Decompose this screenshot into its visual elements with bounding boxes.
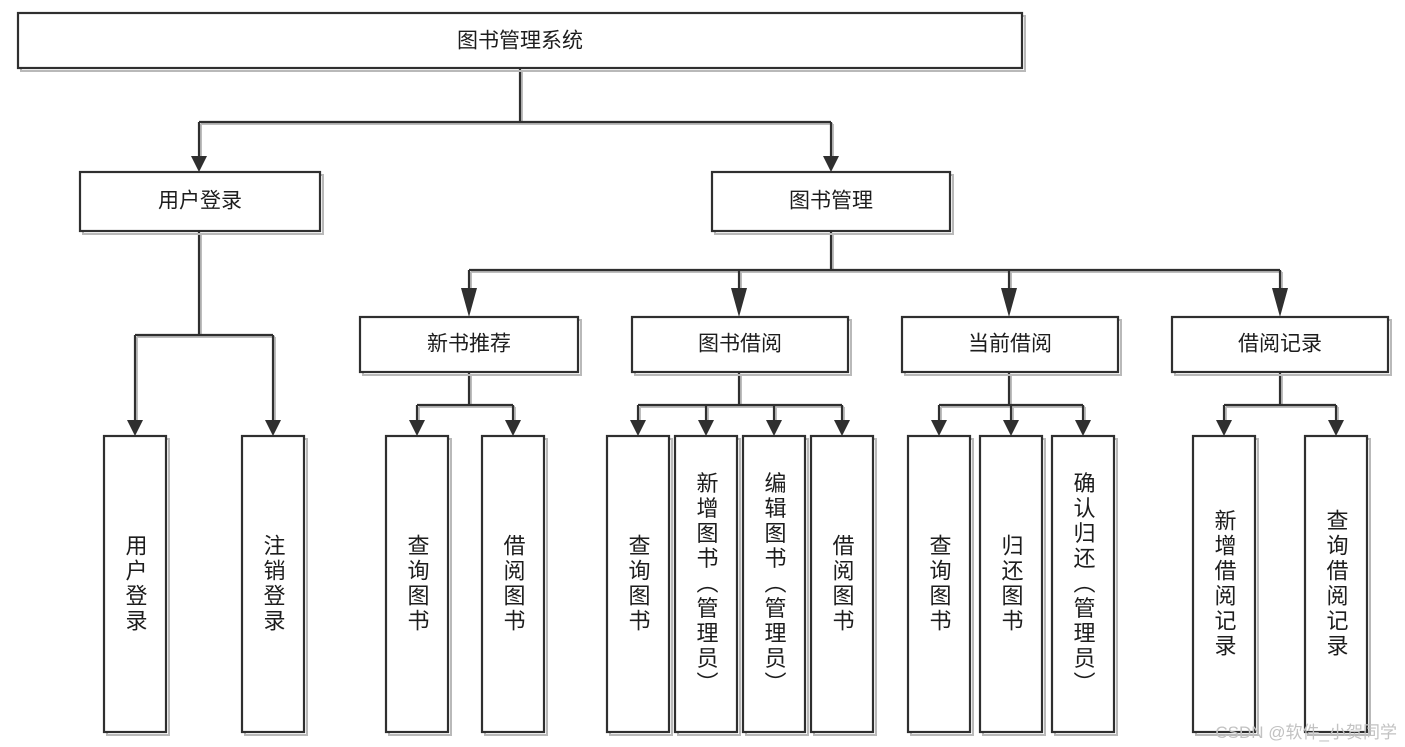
leaf-query-book-1-box: [384, 434, 450, 734]
arrow-to-leaf-query-book-1: [409, 420, 425, 436]
node-new-book-recommend[interactable]: 新书推荐: [358, 315, 582, 376]
leaf-return-book[interactable]: 归还图书: [978, 434, 1046, 736]
node-book-manage[interactable]: 图书管理: [710, 170, 954, 235]
arrow-to-current-borrow: [1001, 288, 1017, 317]
leaf-borrow-book-1-label: 借阅图书: [501, 534, 526, 634]
leaf-user-login-box: [102, 434, 168, 734]
node-book-borrow[interactable]: 图书借阅: [630, 315, 852, 376]
root-box: [16, 11, 1024, 70]
leaf-confirm-return[interactable]: 确认归还（管理员）: [1050, 434, 1118, 736]
arrow-to-leaf-query-record: [1328, 420, 1344, 436]
book-borrow-box: [630, 315, 850, 374]
leaf-logout[interactable]: 注销登录: [240, 434, 308, 736]
borrow-record-label: 借阅记录: [1238, 333, 1322, 356]
current-borrow-label: 当前借阅: [968, 333, 1052, 356]
arrow-to-book-borrow: [731, 288, 747, 317]
borrow-record-leaf-bus: [1222, 373, 1338, 420]
borrow-record-box: [1170, 315, 1390, 374]
leaf-borrow-book-1-box: [480, 434, 546, 734]
leaf-confirm-return-label: 确认归还（管理员）: [1071, 472, 1096, 697]
root-bus-shadow: [200, 70, 834, 158]
leaf-query-book-borrow[interactable]: 查询图书: [605, 434, 673, 736]
arrow-to-book-manage: [823, 156, 839, 172]
book-borrow-label: 图书借阅: [698, 333, 782, 356]
leaf-return-book-box: [978, 434, 1044, 734]
leaf-add-book-box: [673, 434, 739, 734]
book-borrow-leaf-bus: [636, 373, 844, 420]
node-borrow-record[interactable]: 借阅记录: [1170, 315, 1392, 376]
arrow-to-leaf-return-book: [1003, 420, 1019, 436]
leaf-query-book-1-label: 查询图书: [405, 534, 430, 634]
leaf-edit-book[interactable]: 编辑图书（管理员）: [741, 434, 809, 736]
leaf-borrow-book-2-label: 借阅图书: [830, 534, 855, 634]
arrow-to-leaf-borrow-book-2: [834, 420, 850, 436]
root-label: 图书管理系统: [457, 30, 583, 53]
user-login-label: 用户登录: [158, 190, 242, 213]
new-book-recommend-label: 新书推荐: [427, 333, 511, 356]
user-login-bus-shadow: [136, 234, 276, 422]
node-user-login[interactable]: 用户登录: [78, 170, 324, 235]
arrow-to-new-book-recommend: [461, 288, 477, 317]
user-login-box: [78, 170, 322, 233]
connector-layer: [127, 68, 1344, 436]
leaf-user-login-label: 用户登录: [123, 534, 148, 634]
book-manage-box: [710, 170, 952, 233]
leaf-add-book-label: 新增图书（管理员）: [694, 472, 719, 697]
leaf-query-book-3-label: 查询图书: [927, 534, 952, 634]
leaf-borrow-book-recommend[interactable]: 借阅图书: [480, 434, 548, 736]
current-borrow-leaf-bus: [937, 373, 1085, 420]
arrow-to-leaf-query-book-3: [931, 420, 947, 436]
leaf-logout-box: [240, 434, 306, 734]
arrow-to-leaf-add-book: [698, 420, 714, 436]
node-current-borrow[interactable]: 当前借阅: [900, 315, 1122, 376]
arrow-to-user-login: [191, 156, 207, 172]
leaf-user-login[interactable]: 用户登录: [102, 434, 170, 736]
arrow-to-leaf-logout: [265, 420, 281, 436]
book-manage-bus-shadow: [470, 234, 1283, 290]
arrow-to-borrow-record: [1272, 288, 1288, 317]
node-system-root[interactable]: 图书管理系统: [16, 11, 1026, 72]
current-borrow-bus-shadow: [940, 375, 1086, 422]
arrow-to-leaf-user-login: [127, 420, 143, 436]
arrow-to-leaf-edit-book: [766, 420, 782, 436]
leaf-query-record-label: 查询借阅记录: [1324, 509, 1349, 659]
leaf-query-borrow-record[interactable]: 查询借阅记录: [1303, 434, 1371, 736]
book-borrow-bus-shadow: [639, 375, 845, 422]
leaf-add-borrow-record[interactable]: 新增借阅记录: [1191, 434, 1259, 736]
leaf-return-book-label: 归还图书: [999, 534, 1024, 634]
leaf-confirm-return-box: [1050, 434, 1116, 734]
leaf-logout-label: 注销登录: [261, 534, 286, 634]
leaf-query-book-current[interactable]: 查询图书: [906, 434, 974, 736]
leaf-add-record-label: 新增借阅记录: [1212, 509, 1237, 659]
leaf-query-book-3-box: [906, 434, 972, 734]
arrow-to-leaf-query-book-2: [630, 420, 646, 436]
current-borrow-box: [900, 315, 1120, 374]
new-book-bus-shadow: [418, 375, 516, 422]
csdn-watermark: CSDN @软件_小贺同学: [1215, 723, 1397, 742]
leaf-query-record-box: [1303, 434, 1369, 734]
book-manage-label: 图书管理: [789, 190, 873, 213]
arrow-to-leaf-add-record: [1216, 420, 1232, 436]
leaf-borrow-book-2-box: [809, 434, 875, 734]
leaf-edit-book-label: 编辑图书（管理员）: [762, 472, 787, 697]
leaf-query-book-2-label: 查询图书: [626, 534, 651, 634]
new-book-recommend-box: [358, 315, 580, 374]
user-login-to-leaves-bus: [133, 232, 275, 420]
new-book-recommend-leaf-bus: [415, 373, 515, 420]
arrow-to-leaf-borrow-book-1: [505, 420, 521, 436]
leaf-add-record-box: [1191, 434, 1257, 734]
borrow-record-bus-shadow: [1225, 375, 1339, 422]
leaf-query-book-2-box: [605, 434, 671, 734]
leaf-borrow-book[interactable]: 借阅图书: [809, 434, 877, 736]
leaf-edit-book-box: [741, 434, 807, 734]
leaf-query-book-recommend[interactable]: 查询图书: [384, 434, 452, 736]
arrow-to-leaf-confirm-return: [1075, 420, 1091, 436]
book-manage-to-level3-bus: [467, 232, 1282, 288]
root-to-level2-bus: [197, 68, 833, 156]
leaf-add-book[interactable]: 新增图书（管理员）: [673, 434, 741, 736]
